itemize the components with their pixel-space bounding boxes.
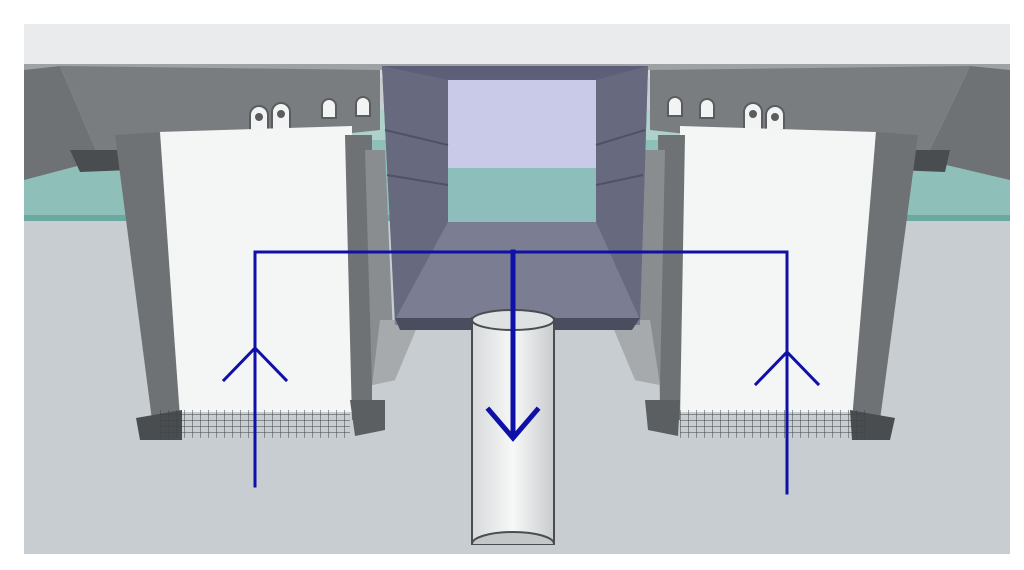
lifting-lugs	[249, 96, 785, 131]
central-collection-trough	[382, 66, 648, 330]
left-upflow-arrowhead	[221, 345, 289, 383]
right-upflow-arrowhead	[753, 349, 821, 387]
right-mesh-screen	[680, 410, 865, 438]
flow-path	[221, 249, 821, 495]
right-settling-chamber	[610, 126, 918, 440]
center-downflow-arrowhead	[485, 406, 541, 442]
left-settling-chamber	[115, 126, 420, 440]
